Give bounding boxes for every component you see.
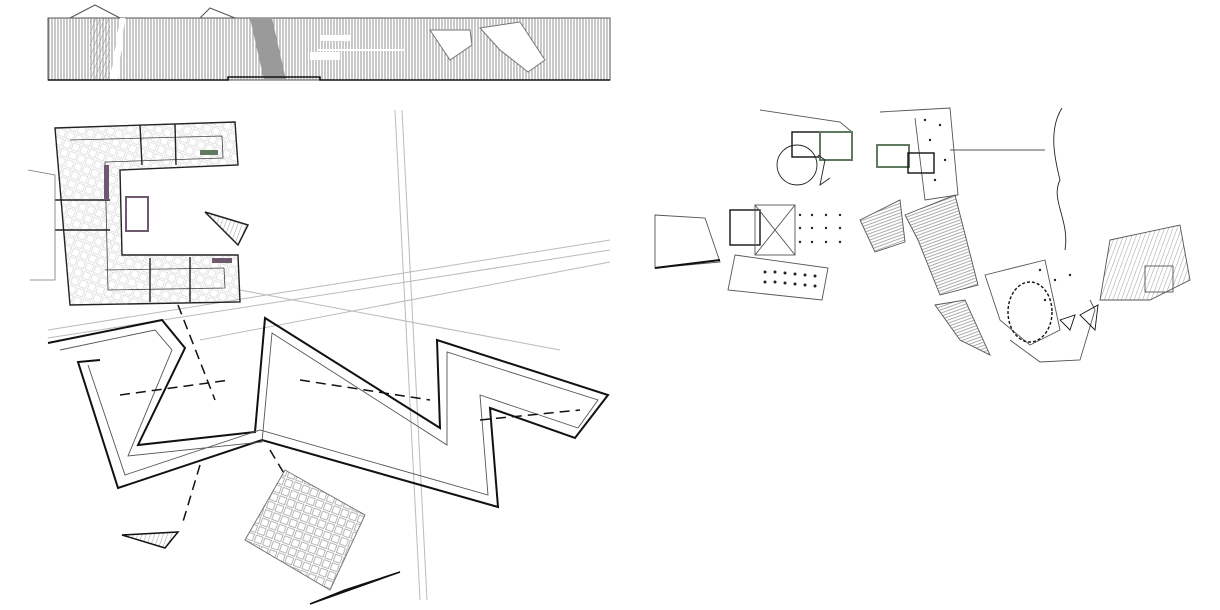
axis-dashed-lines xyxy=(119,304,581,526)
old-building-plan xyxy=(27,121,241,306)
triangle-annex-bottom xyxy=(309,571,401,605)
elevation-section xyxy=(47,4,611,81)
site-plan xyxy=(654,107,1191,363)
void-object xyxy=(204,211,250,247)
streets xyxy=(47,109,611,601)
garden-of-exile xyxy=(244,469,366,591)
triangle-annex-left xyxy=(121,531,180,549)
zigzag-building-plan xyxy=(47,316,610,509)
column-dots xyxy=(763,118,1072,302)
